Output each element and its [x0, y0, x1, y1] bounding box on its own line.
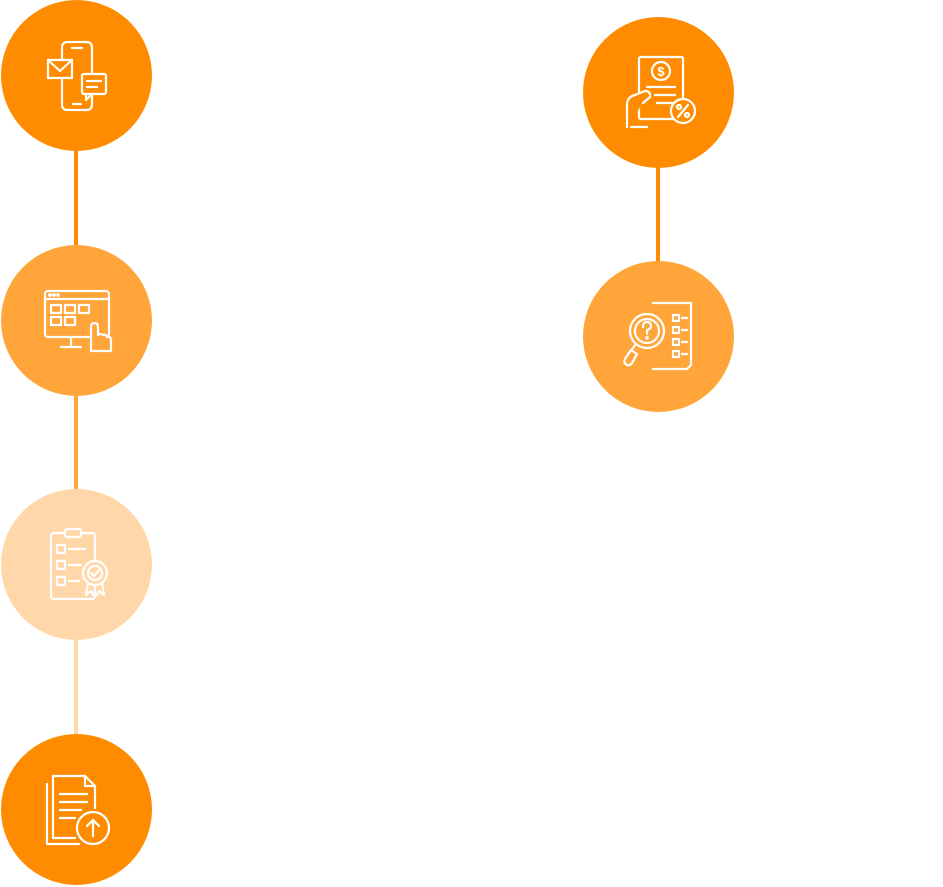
connector-line: [74, 638, 78, 737]
svg-text:$: $: [657, 64, 665, 79]
connector-line: [656, 166, 660, 264]
step-circle-6: [583, 261, 734, 412]
step-circle-5: $: [583, 17, 734, 168]
connector-line: [74, 394, 78, 493]
mobile-message-icon: [46, 40, 107, 111]
step-circle-4: [1, 734, 152, 885]
checklist-certified-icon: [49, 527, 108, 600]
step-circle-3: [1, 489, 152, 640]
step-circle-2: [1, 245, 152, 396]
step-circle-1: [1, 0, 152, 151]
invoice-discount-icon: $: [625, 55, 696, 128]
online-shop-icon: [43, 289, 112, 352]
document-search-icon: [622, 301, 692, 370]
document-upload-icon: [45, 774, 110, 845]
connector-line: [74, 149, 78, 248]
